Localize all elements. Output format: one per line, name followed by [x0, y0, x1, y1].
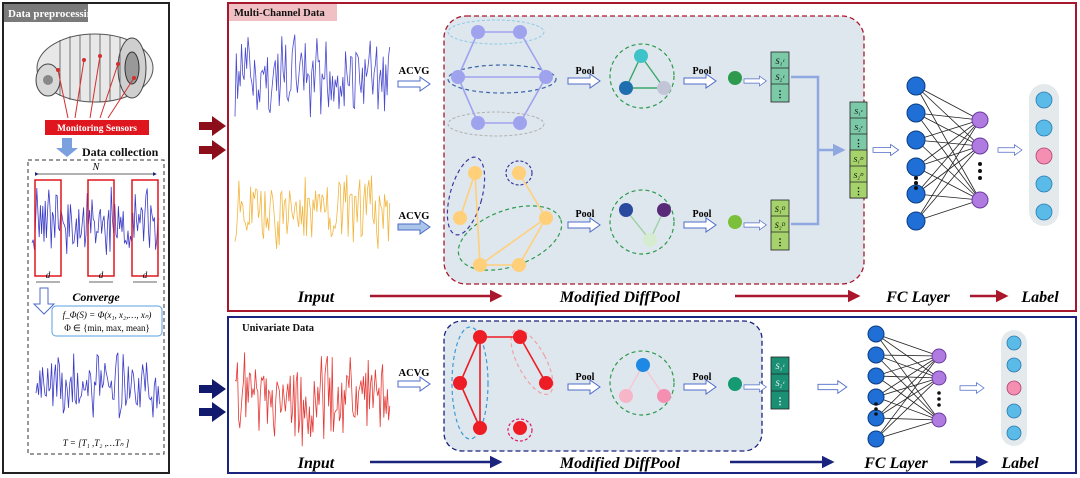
merged-cell-6: ⋮ [854, 186, 863, 196]
orange-graph [446, 156, 563, 272]
stack-top: S₁ᶜ S₂ᶜ ⋮ [770, 51, 790, 103]
fc-network-top [906, 76, 989, 231]
label-label-top: Label [1020, 289, 1059, 306]
pool-label-3: Pool [576, 209, 595, 220]
stack-top-cell-3: ⋮ [776, 89, 785, 99]
left-panel: Data preprocessing [2, 2, 170, 474]
stack-merged: S₁ᶜ S₂ᶜ ⋮ S₁ᴰ S₂ᴰ ⋮ [849, 101, 868, 199]
converged-signal [35, 352, 160, 419]
stack-uni-cell-3: ⋮ [776, 396, 785, 406]
collected-signal [31, 186, 160, 255]
bottom-panel: Univariate Data ACVG Pool [227, 316, 1077, 474]
pool-label-1: Pool [576, 66, 595, 77]
merged-cell-5: S₂ᴰ [854, 171, 864, 180]
stack-top-cell-1: S₁ᶜ [776, 57, 786, 66]
acvg-label-bottom: ACVG [399, 368, 430, 379]
left-panel-title: Data preprocessing [8, 8, 99, 20]
window-2 [87, 179, 115, 277]
pooled-graph-bottom [609, 189, 675, 255]
converge-arrow-icon [32, 287, 56, 315]
window-1 [34, 179, 62, 277]
data-collection-label: Data collection [82, 145, 159, 159]
fc-label-bottom: FC Layer [863, 455, 928, 472]
bottom-panel-title: Univariate Data [242, 323, 315, 334]
stack-bottom-cell-2: S₂ᴰ [775, 221, 786, 230]
input-signal-blue [234, 34, 391, 118]
merged-cell-1: S₁ᶜ [854, 107, 863, 116]
stack-bottom-cell-1: S₁ᴰ [775, 205, 786, 214]
formula-box [51, 305, 163, 337]
pool-label-bottom-1: Pool [576, 372, 595, 383]
input-label-top: Input [297, 289, 335, 306]
d-labels: d d d [36, 270, 157, 283]
stack-uni-cell-2: S₂ᶜ [776, 379, 786, 388]
input-signal-red [234, 352, 391, 447]
purple-graph [447, 19, 557, 137]
top-title-bg [229, 4, 337, 21]
fc-label-top: FC Layer [885, 289, 950, 306]
t-formula: T = [T₁ ,T₂ ,…Tₙ ] [63, 438, 130, 448]
input-signal-orange [234, 174, 391, 250]
merged-cell-3: ⋮ [854, 138, 863, 148]
formula-line-1: f_Φ(S) = Φ(x₁, x₂,…, xₙ) [63, 310, 152, 320]
pooled-graph-red [609, 350, 675, 416]
merge-connectors [791, 75, 846, 226]
pooled-node-red [728, 377, 742, 391]
pool-label-2: Pool [693, 66, 712, 77]
pooled-node-top [728, 71, 742, 85]
label-column-top [1029, 84, 1059, 226]
stack-univariate: S₁ᶜ S₂ᶜ ⋮ [770, 356, 790, 410]
collection-arrow-icon [56, 138, 78, 157]
diffpool-label-top: Modified DiffPool [559, 289, 681, 306]
red-graph [451, 326, 554, 442]
d-label-3: d [143, 270, 148, 280]
fc-network-bottom [867, 325, 947, 448]
label-column-bottom [1001, 330, 1027, 446]
stack-top-cell-2: S₂ᶜ [776, 73, 786, 82]
diffpool-label-bottom: Modified DiffPool [559, 455, 681, 472]
window-3 [131, 179, 159, 277]
acvg-arrow-2 [397, 219, 431, 235]
pool-label-4: Pool [693, 209, 712, 220]
acvg-label-1: ACVG [399, 66, 430, 77]
d-label-2: d [99, 270, 104, 280]
pool-label-bottom-2: Pool [693, 372, 712, 383]
formula-line-2: Φ ∈ {min, max, mean} [64, 323, 150, 333]
label-label-bottom: Label [1000, 455, 1039, 472]
bottom-diffpool-box [443, 320, 763, 452]
input-label-bottom: Input [297, 455, 335, 472]
merged-cell-2: S₂ᶜ [854, 123, 863, 132]
acvg-label-2: ACVG [399, 211, 430, 222]
top-panel-title: Multi-Channel Data [234, 8, 325, 19]
converge-label: Converge [72, 290, 120, 304]
n-label: N [92, 162, 101, 173]
stack-bottom: S₁ᴰ S₂ᴰ ⋮ [770, 199, 790, 251]
d-label-1: d [46, 270, 51, 280]
monitoring-sensors-box [45, 120, 149, 135]
pooled-node-bottom [728, 215, 742, 229]
engine-drawing [35, 33, 154, 119]
collection-dashed-box [27, 159, 165, 455]
stack-uni-cell-1: S₁ᶜ [776, 362, 786, 371]
pooled-graph-top [609, 43, 675, 109]
top-panel: Multi-Channel Data ACVG ACVG Po [227, 2, 1077, 312]
panel-connector-arrows [199, 116, 226, 422]
stack-bottom-cell-3: ⋮ [776, 237, 785, 247]
left-title-bg [4, 4, 88, 22]
monitoring-sensors-label: Monitoring Sensors [57, 124, 137, 134]
merged-cell-4: S₁ᴰ [854, 155, 864, 164]
